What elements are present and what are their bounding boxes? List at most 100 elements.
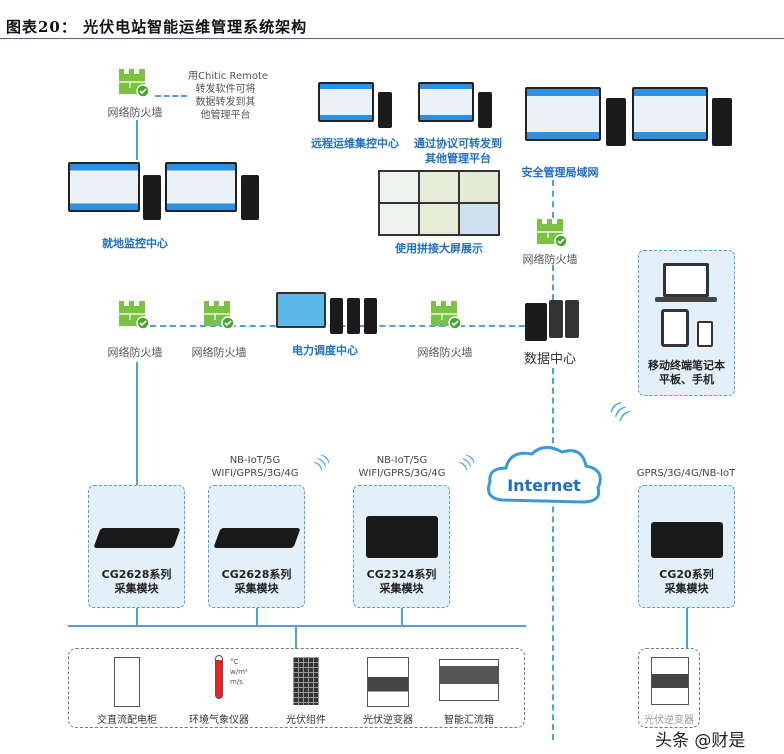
network-label: NB-IoT/5G WIFI/GPRS/3G/4G: [352, 454, 452, 480]
label-line: CG2628系列: [221, 568, 292, 581]
firewall-icon: [118, 68, 150, 98]
field-devices-group: 光伏逆变器: [638, 648, 700, 728]
watermark: 头条 @财是: [655, 731, 746, 751]
label-line: CG2324系列: [366, 568, 437, 581]
remote-center-label: 远程运维集控中心: [311, 137, 399, 150]
device-label: 光伏组件: [286, 715, 326, 726]
bus-line: [68, 625, 526, 627]
firewall-label: 网络防火墙: [191, 346, 247, 359]
network-label: NB-IoT/5G WIFI/GPRS/3G/4G: [205, 454, 305, 480]
pc-tower: [241, 175, 259, 220]
firewall-label: 网络防火墙: [107, 346, 163, 359]
pc-tower: [330, 298, 343, 334]
monitor: [632, 87, 708, 141]
wifi-icon: ))): [606, 398, 633, 425]
pc-tower: [606, 98, 626, 146]
label-line: WIFI/GPRS/3G/4G: [211, 468, 299, 479]
inverter-icon: [651, 657, 689, 705]
label-line: 采集模块: [114, 582, 159, 595]
label-line: 移动终端笔记本: [648, 359, 725, 372]
label-line: 采集模块: [664, 582, 709, 595]
note-line: 数据转发到其: [195, 97, 256, 108]
firewall-label: 网络防火墙: [107, 106, 163, 119]
note-line: 转发软件可将: [195, 84, 256, 95]
label-line: 采集模块: [379, 582, 424, 595]
gateway-icon: [366, 516, 438, 558]
connector: [552, 368, 554, 740]
module-label: CG2628系列采集模块: [209, 568, 304, 596]
label-line: NB-IoT/5G: [229, 455, 281, 466]
combiner-box-icon: [439, 659, 499, 701]
monitor: [165, 162, 237, 212]
label-line: 其他管理平台: [425, 152, 491, 165]
distribution-cabinet-icon: [114, 657, 140, 707]
power-dispatch-label: 电力调度中心: [292, 344, 358, 357]
monitor: [276, 292, 326, 328]
firewall-icon: [536, 218, 568, 248]
label-line: NB-IoT/5G: [376, 455, 428, 466]
network-label: GPRS/3G/4G/NB-IoT: [636, 468, 736, 479]
device-label: 环境气象仪器: [189, 715, 249, 726]
connector: [295, 625, 297, 649]
mobile-label: 移动终端笔记本 平板、手机: [639, 359, 734, 387]
device-label: 光伏逆变器: [644, 715, 694, 726]
big-screen-label: 使用拼接大屏展示: [395, 242, 483, 255]
label-line: CG2628系列: [101, 568, 172, 581]
monitor: [68, 162, 140, 212]
module-label: CG20系列采集模块: [639, 568, 734, 596]
wifi-icon: ))): [456, 451, 479, 474]
device-label: 光伏逆变器: [363, 715, 413, 726]
device-label: 交直流配电柜: [97, 715, 157, 726]
unit: m/s: [230, 678, 243, 686]
firewall-icon: [118, 300, 150, 330]
connector: [401, 608, 403, 626]
module-box: CG2628系列采集模块: [88, 485, 185, 608]
connector: [686, 608, 688, 648]
connector: [136, 608, 138, 626]
data-center-label: 数据中心: [523, 352, 576, 367]
server-icon: [549, 300, 563, 338]
figure-title: 图表20： 光伏电站智能运维管理系统架构: [6, 18, 308, 36]
pc-tower: [143, 175, 161, 220]
connector: [552, 265, 554, 300]
pc-tower: [378, 92, 392, 128]
thermometer-icon: [215, 655, 223, 699]
label-line: WIFI/GPRS/3G/4G: [358, 468, 446, 479]
firewall-icon: [430, 300, 462, 330]
firewall-label: 网络防火墙: [417, 346, 473, 359]
forward-platform-label: 通过协议可转发到 其他管理平台: [408, 136, 508, 166]
local-center-label: 就地监控中心: [102, 237, 168, 250]
wifi-icon: ))): [311, 451, 334, 474]
router-icon: [213, 528, 301, 548]
monitor: [318, 82, 374, 122]
gateway-icon: [651, 522, 723, 558]
mobile-terminal-box: 移动终端笔记本 平板、手机: [638, 250, 735, 396]
connector: [256, 608, 258, 626]
unit: w/m²: [230, 668, 248, 676]
pv-panel-icon: [293, 657, 319, 705]
label-line: CG20系列: [659, 568, 714, 581]
laptop-icon: [663, 263, 709, 297]
firewall-icon: [203, 300, 235, 330]
note-line: 用Chitic Remote: [188, 71, 269, 82]
label-line: 平板、手机: [659, 373, 714, 386]
internet-cloud: Internet: [487, 446, 602, 504]
tablet-icon: [661, 309, 689, 347]
module-label: CG2324系列采集模块: [354, 568, 449, 596]
monitor: [418, 82, 474, 122]
chitic-note: 用Chitic Remote 转发软件可将 数据转发到其 他管理平台: [188, 70, 269, 122]
connector: [136, 120, 138, 160]
monitor: [525, 87, 601, 141]
video-wall: [378, 170, 500, 236]
internet-label: Internet: [507, 476, 581, 495]
module-box: CG2628系列采集模块: [208, 485, 305, 608]
pc-tower: [347, 298, 360, 334]
firewall-label: 网络防火墙: [522, 253, 578, 266]
module-label: CG2628系列采集模块: [89, 568, 184, 596]
title-divider: [0, 38, 784, 39]
note-line: 他管理平台: [200, 110, 251, 121]
router-icon: [93, 528, 181, 548]
pc-tower: [364, 298, 377, 334]
connector: [552, 180, 554, 218]
